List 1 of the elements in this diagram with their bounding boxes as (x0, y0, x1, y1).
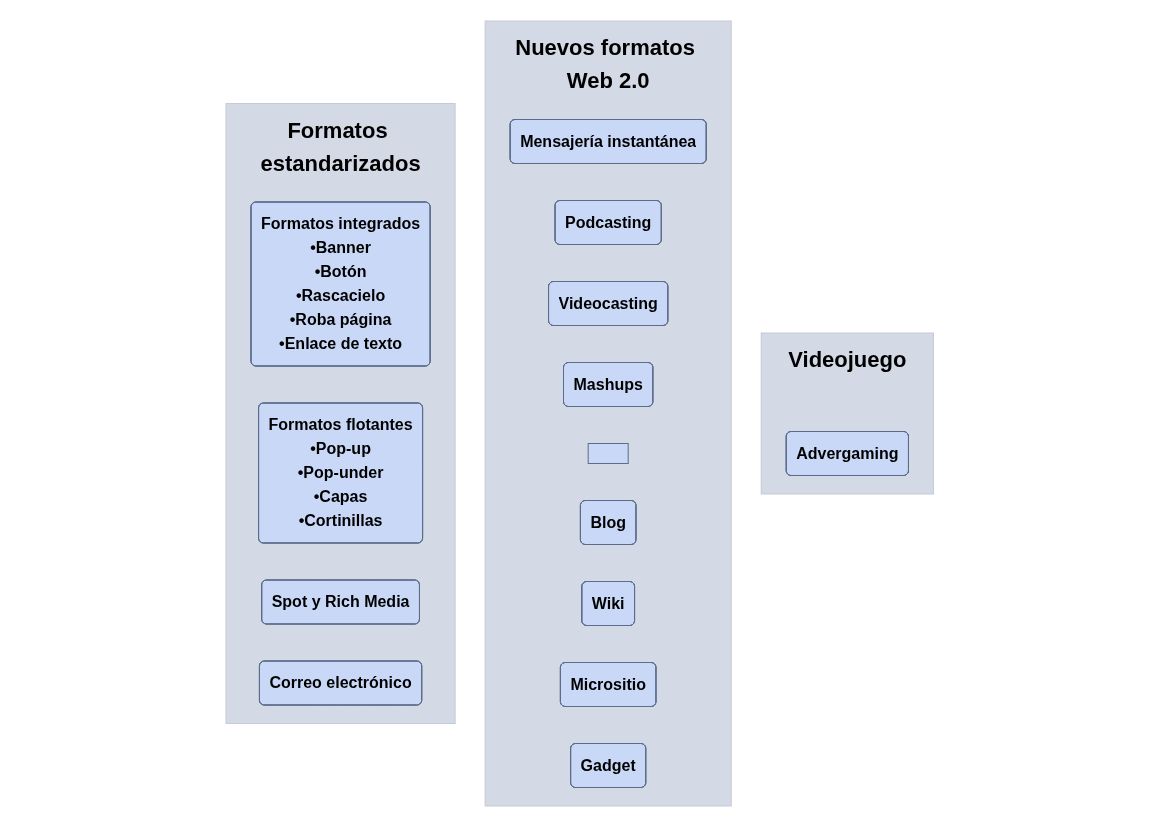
node-box (587, 443, 629, 464)
